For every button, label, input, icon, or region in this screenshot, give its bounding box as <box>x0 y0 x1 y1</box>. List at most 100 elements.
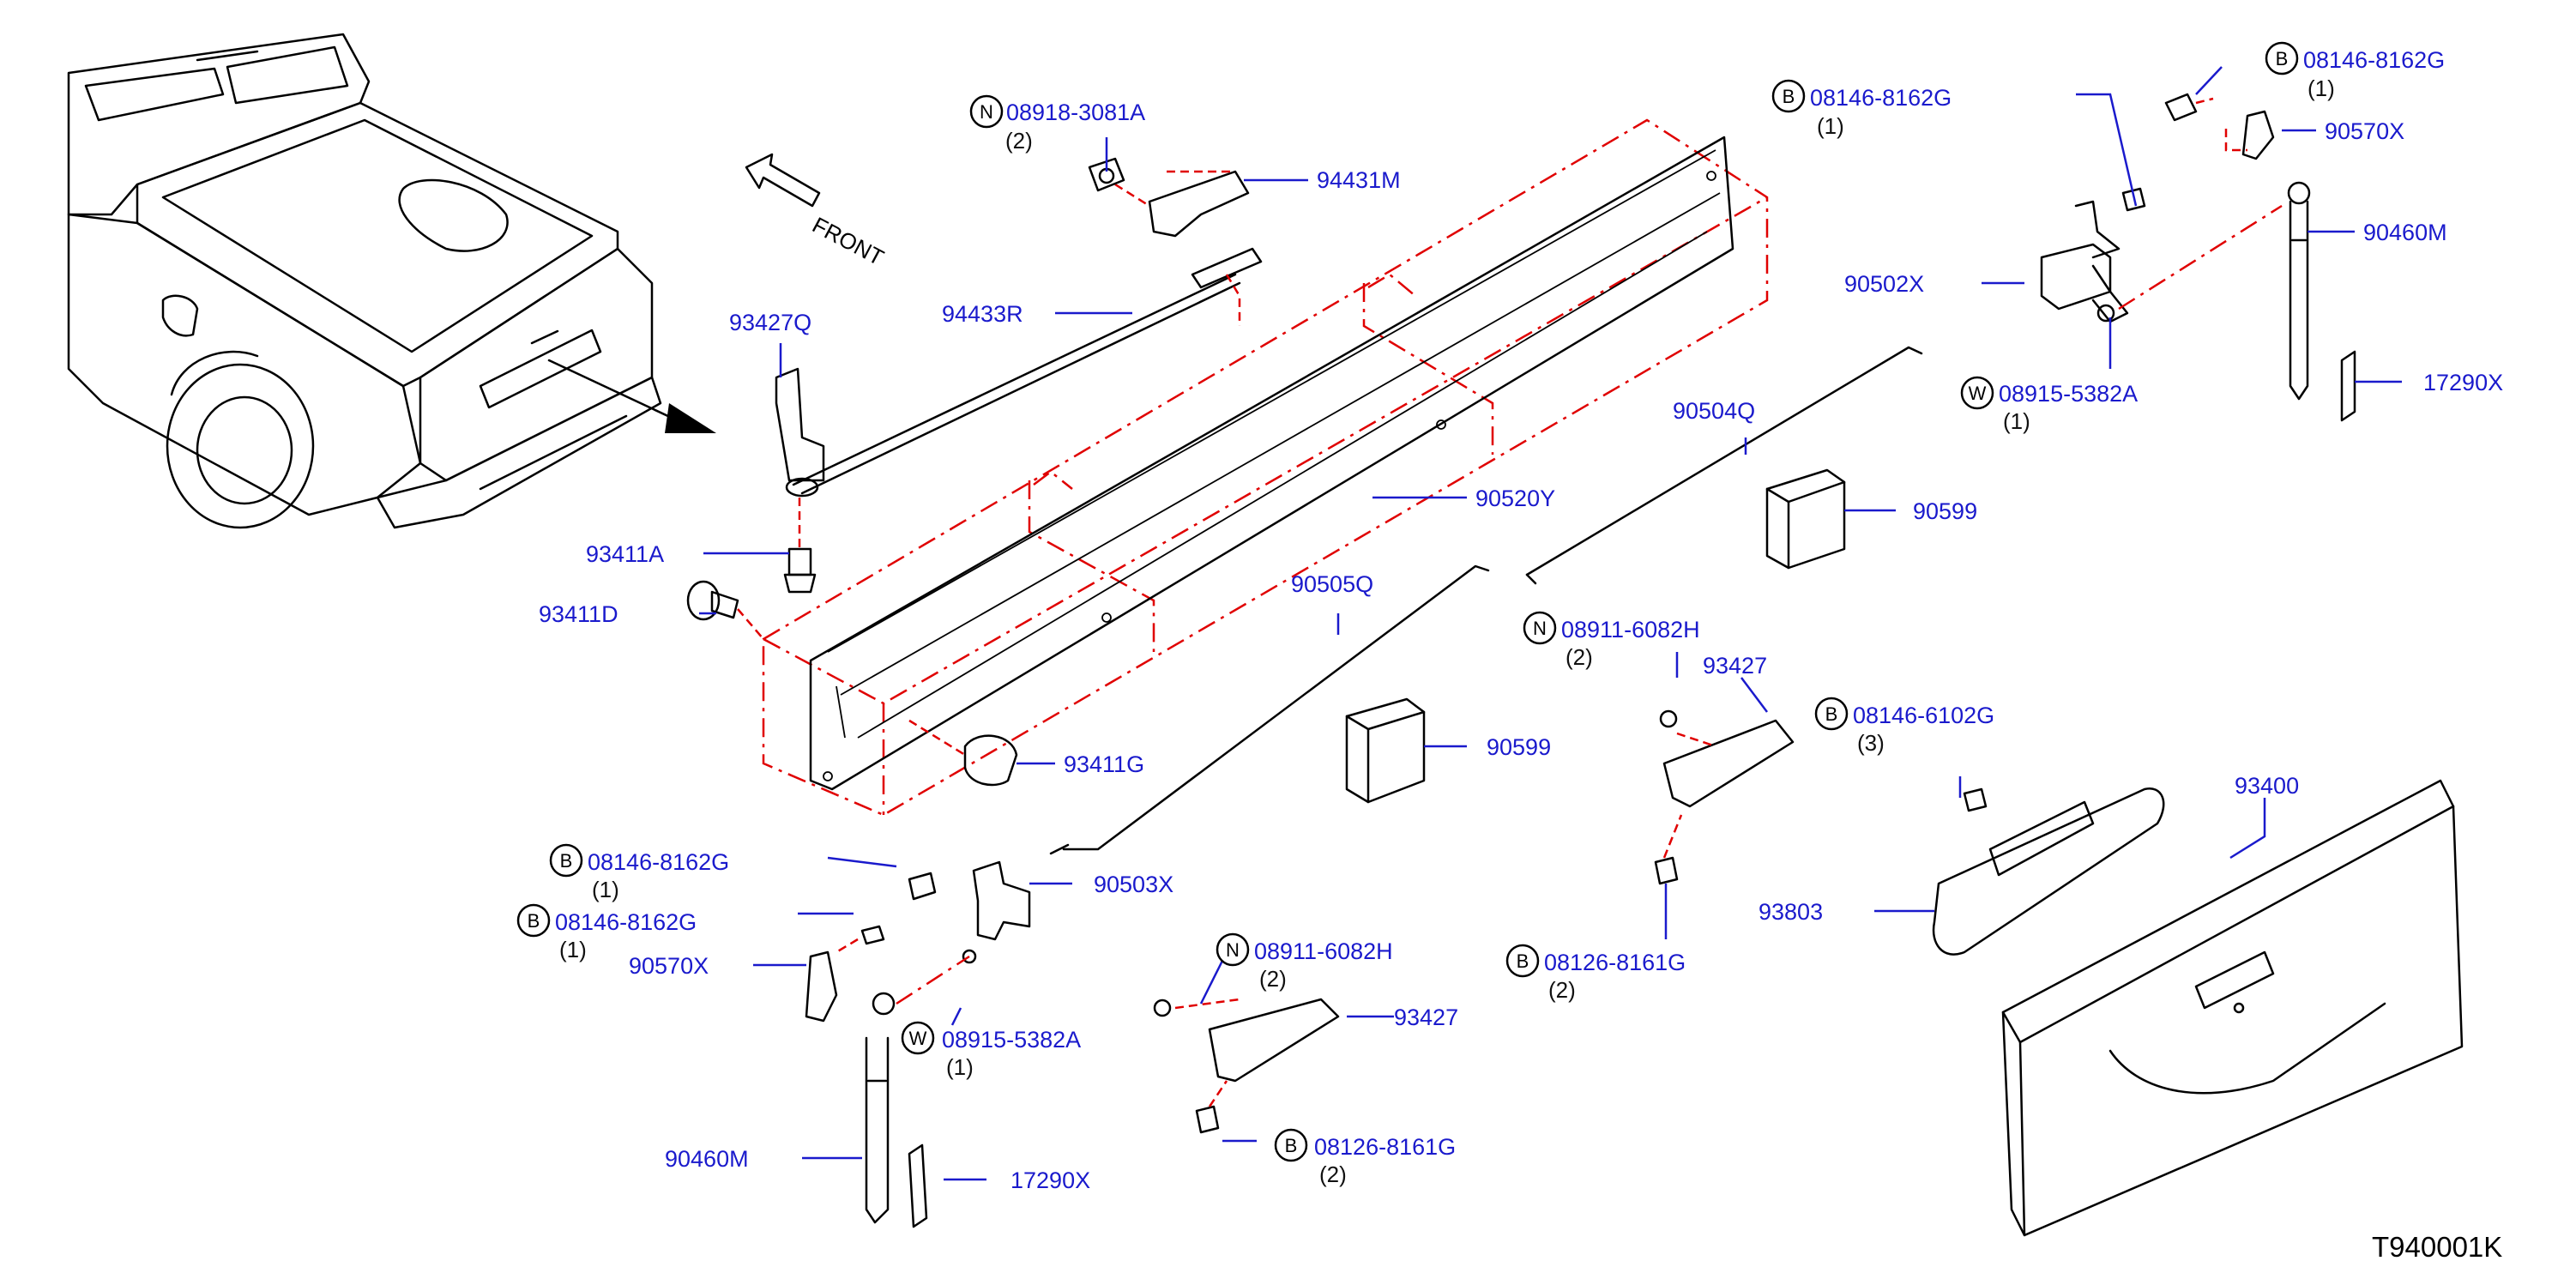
quantity: (1) <box>592 877 619 902</box>
quantity: (2) <box>1548 977 1576 1003</box>
callout-93400: 93400 <box>2235 773 2299 799</box>
part-number: 08146-8162G <box>1810 85 1952 111</box>
part-number: 93427Q <box>729 310 811 335</box>
quantity: (1) <box>2308 75 2335 101</box>
part-number: 90503X <box>1094 872 1173 897</box>
truck-illustration <box>67 33 716 529</box>
badge-letter: W <box>909 1028 927 1049</box>
part-number: 08146-6102G <box>1853 703 1994 728</box>
callout-94431M: 94431M <box>1317 167 1401 193</box>
callout-93427-lower: 93427 <box>1394 1005 1458 1030</box>
part-number: 90460M <box>2363 220 2447 245</box>
tailgate-handle-93803 <box>1932 787 2165 956</box>
callout-90599-upper: 90599 <box>1913 498 1977 524</box>
callout-90505Q: 90505Q <box>1291 571 1373 597</box>
badge-letter: N <box>1226 939 1240 961</box>
rod-90505Q <box>1049 564 1490 855</box>
part-number: 90599 <box>1487 734 1551 760</box>
badge-letter: B <box>1285 1135 1298 1156</box>
quantity: (3) <box>1857 730 1885 756</box>
leader-lines <box>699 66 2402 1181</box>
quantity: (2) <box>1259 966 1287 992</box>
part-number: 90502X <box>1844 271 1924 297</box>
inner-trim-panel <box>809 136 1734 791</box>
badge-letter: B <box>1825 703 1838 725</box>
part-number: 08915-5382A <box>942 1027 1081 1053</box>
callout-08146-8162G-a: B 08146-8162G (1) <box>1771 79 1952 139</box>
part-number: 08146-8162G <box>555 909 697 935</box>
badge-letter: B <box>560 850 573 872</box>
part-number: 17290X <box>1010 1167 1090 1193</box>
part-number: 08911-6082H <box>1561 617 1700 643</box>
callout-90503X: 90503X <box>1094 872 1173 897</box>
part-number: 93411D <box>539 601 618 627</box>
part-number: 08126-8161G <box>1544 950 1686 975</box>
callout-93411D: 93411D <box>539 601 618 627</box>
part-number: 93427 <box>1703 653 1767 679</box>
callout-08915-5382A-upper: W 08915-5382A (1) <box>1960 376 2138 434</box>
front-arrow: FRONT <box>745 153 888 271</box>
callout-90504Q: 90504Q <box>1673 398 1755 424</box>
callout-08918-3081A: N 08918-3081A (2) <box>969 94 1145 154</box>
rod-90504Q <box>1525 346 1923 585</box>
part-number: 94433R <box>942 301 1023 327</box>
callout-94433R: 94433R <box>942 301 1023 327</box>
badge-letter: B <box>1517 950 1529 972</box>
part-number: 08146-8162G <box>588 849 729 875</box>
callout-08126-8161G-middle: B 08126-8161G (2) <box>1505 944 1686 1003</box>
callout-90460M-lower: 90460M <box>665 1146 749 1172</box>
part-number: 17290X <box>2423 370 2503 395</box>
part-number: 93427 <box>1394 1005 1458 1030</box>
drawing-code: T940001K <box>2372 1231 2502 1263</box>
tailgate-93400 <box>2001 779 2464 1237</box>
callout-90570X-upper: 90570X <box>2325 118 2404 144</box>
left-handle-assembly <box>686 157 1263 640</box>
callout-08146-6102G: B 08146-6102G (3) <box>1814 697 1994 756</box>
callout-90520Y: 90520Y <box>1475 486 1555 511</box>
block-90599-upper <box>1765 468 1846 570</box>
callout-08146-8162G-d: B 08146-8162G (1) <box>516 903 697 962</box>
part-number: 94431M <box>1317 167 1401 193</box>
badge-circle <box>969 94 1004 129</box>
part-number: 08915-5382A <box>1999 381 2138 407</box>
part-number: 90570X <box>2325 118 2404 144</box>
part-number: 90460M <box>665 1146 749 1172</box>
badge-letter: W <box>1969 383 1987 404</box>
lower-left-hinge-assembly <box>805 860 1031 1228</box>
inner-panel-outline <box>762 118 1769 817</box>
quantity: (2) <box>1319 1161 1347 1187</box>
part-number: 90504Q <box>1673 398 1755 424</box>
quantity: (1) <box>1817 113 1844 139</box>
callout-08126-8161G-lower: B 08126-8161G (2) <box>1274 1128 1456 1187</box>
part-number: 93411G <box>1064 751 1144 777</box>
badge-letter: B <box>2276 48 2289 69</box>
part-number: 08911-6082H <box>1254 938 1393 964</box>
part-number: 08126-8161G <box>1314 1134 1456 1160</box>
quantity: (2) <box>1005 128 1033 154</box>
badge-letter: N <box>1533 618 1547 639</box>
callout-90502X: 90502X <box>1844 271 1924 297</box>
middle-latch-93427 <box>1654 709 1795 885</box>
front-label: FRONT <box>808 212 888 271</box>
block-90599-lower <box>1345 697 1426 804</box>
quantity: (2) <box>1566 644 1593 670</box>
callout-17290X-upper: 17290X <box>2423 370 2503 395</box>
callout-17290X-lower: 17290X <box>1010 1167 1090 1193</box>
part-number: 93400 <box>2235 773 2299 799</box>
part-number: 93803 <box>1759 899 1823 925</box>
callout-93803: 93803 <box>1759 899 1823 925</box>
callout-08146-8162G-c: B 08146-8162G (1) <box>549 843 729 902</box>
callout-08911-6082H-middle: N 08911-6082H (2) <box>1523 611 1700 670</box>
part-number: 90570X <box>629 953 709 979</box>
part-number: 93411A <box>586 541 664 567</box>
bumper-93411G <box>908 719 1018 787</box>
callout-08146-8162G-b: B 08146-8162G (1) <box>2265 41 2445 101</box>
callout-08911-6082H-lower: N 08911-6082H (2) <box>1216 932 1393 992</box>
callout-90599-lower: 90599 <box>1487 734 1551 760</box>
callout-08915-5382A-lower: W 08915-5382A (1) <box>901 1021 1081 1080</box>
part-number: 90505Q <box>1291 571 1373 597</box>
part-number: 90599 <box>1913 498 1977 524</box>
part-number: 90520Y <box>1475 486 1555 511</box>
badge-letter: N <box>980 101 993 123</box>
